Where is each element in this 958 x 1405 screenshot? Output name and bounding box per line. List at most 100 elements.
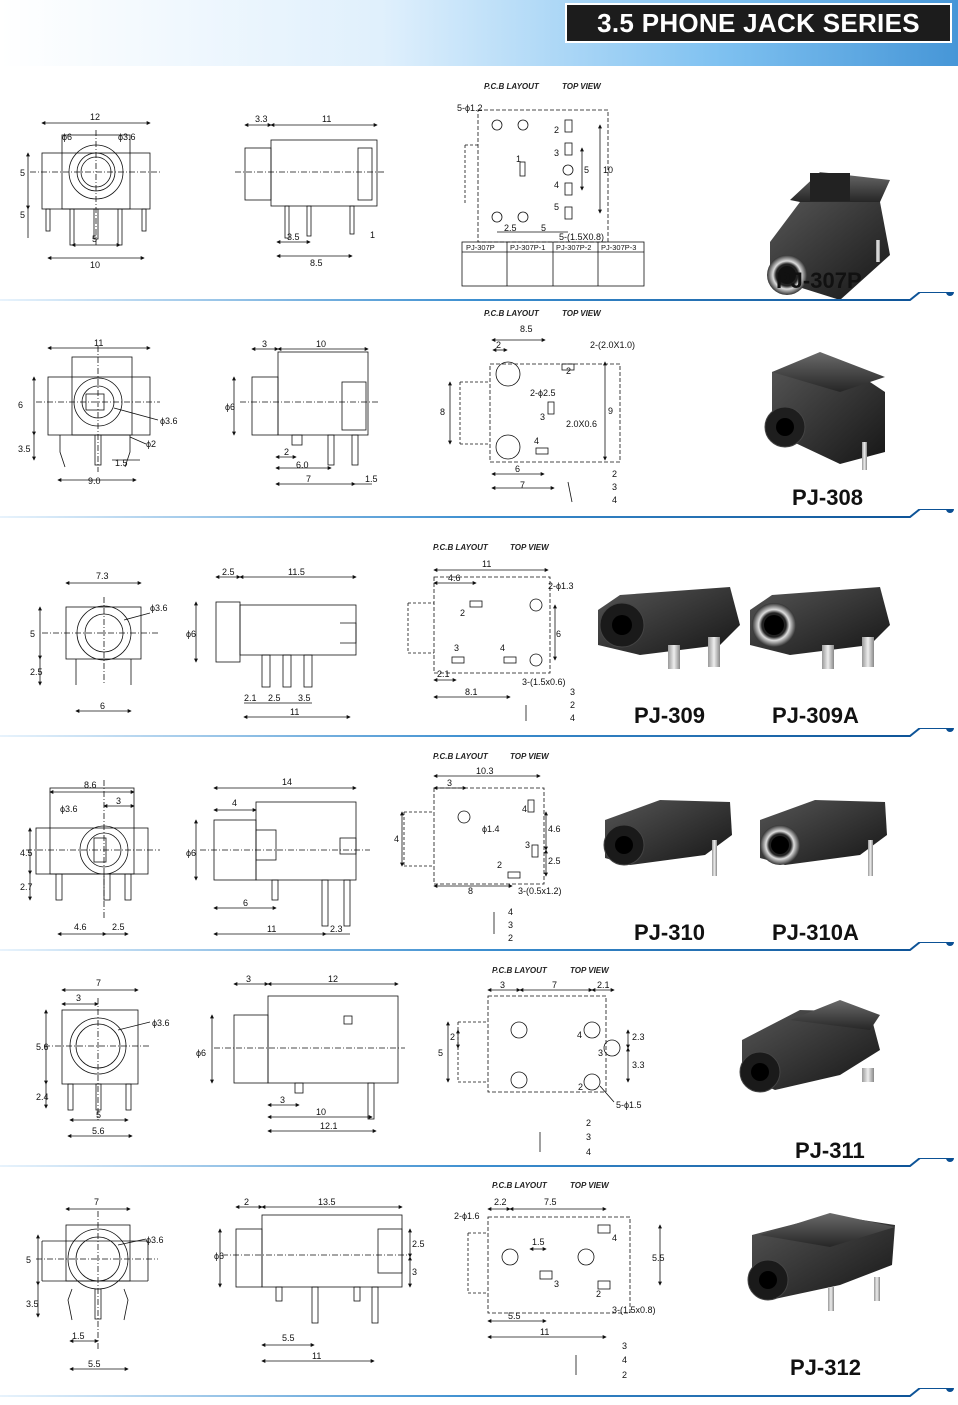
- pj-307p-photo: [767, 172, 890, 300]
- svg-text:5.5: 5.5: [282, 1333, 295, 1343]
- svg-text:3.5: 3.5: [26, 1299, 39, 1309]
- svg-text:3: 3: [246, 974, 251, 984]
- pcb-layout-label: P.C.B LAYOUT: [484, 309, 539, 318]
- svg-text:11: 11: [94, 338, 103, 348]
- svg-text:1.5: 1.5: [115, 458, 128, 468]
- svg-text:4.6: 4.6: [74, 922, 87, 932]
- svg-text:1: 1: [516, 154, 521, 164]
- svg-text:2: 2: [570, 700, 575, 710]
- svg-text:4: 4: [232, 798, 237, 808]
- svg-text:3: 3: [622, 1341, 627, 1351]
- svg-text:2-ϕ1.3: 2-ϕ1.3: [548, 581, 574, 591]
- svg-text:1.5: 1.5: [532, 1237, 545, 1247]
- svg-text:2.0X0.6: 2.0X0.6: [566, 419, 597, 429]
- svg-text:2-(2.0X1.0): 2-(2.0X1.0): [590, 340, 635, 350]
- svg-text:3: 3: [500, 980, 505, 990]
- svg-text:8.5: 8.5: [310, 258, 323, 268]
- svg-text:11.5: 11.5: [288, 567, 305, 577]
- svg-text:10: 10: [603, 165, 613, 175]
- svg-text:2.2: 2.2: [494, 1197, 507, 1207]
- svg-text:3: 3: [454, 643, 459, 653]
- svg-text:4: 4: [508, 907, 513, 917]
- svg-text:2.5: 2.5: [268, 693, 281, 703]
- svg-text:4: 4: [612, 495, 617, 505]
- svg-text:2: 2: [578, 1082, 583, 1092]
- svg-text:2.5: 2.5: [222, 567, 235, 577]
- svg-text:5: 5: [541, 223, 546, 233]
- svg-text:ϕ6: ϕ6: [186, 629, 196, 639]
- svg-text:7.3: 7.3: [96, 571, 109, 581]
- svg-text:2: 2: [496, 340, 501, 350]
- svg-text:2: 2: [612, 469, 617, 479]
- svg-text:8.5: 8.5: [520, 324, 533, 334]
- svg-text:2: 2: [586, 1118, 591, 1128]
- svg-text:8: 8: [468, 886, 473, 896]
- model-label-b: PJ-309A: [772, 703, 859, 728]
- svg-text:4.6: 4.6: [448, 573, 461, 583]
- svg-text:3: 3: [412, 1267, 417, 1277]
- svg-text:ϕ3.6: ϕ3.6: [146, 1235, 164, 1245]
- svg-text:5-ϕ1.5: 5-ϕ1.5: [616, 1100, 642, 1110]
- svg-text:4: 4: [586, 1147, 591, 1157]
- svg-text:7: 7: [552, 980, 557, 990]
- svg-text:ϕ6: ϕ6: [214, 1251, 224, 1261]
- svg-text:2: 2: [497, 860, 502, 870]
- svg-text:7: 7: [306, 474, 311, 484]
- svg-text:2: 2: [460, 608, 465, 618]
- svg-text:12.1: 12.1: [320, 1121, 338, 1131]
- svg-text:3.5: 3.5: [298, 693, 311, 703]
- svg-text:5.5: 5.5: [88, 1359, 101, 1369]
- svg-text:12: 12: [328, 974, 338, 984]
- svg-text:3: 3: [586, 1132, 591, 1142]
- svg-text:6: 6: [243, 898, 248, 908]
- model-label: PJ-308: [792, 485, 863, 510]
- svg-text:2.5: 2.5: [504, 223, 517, 233]
- section-pj-311: P.C.B LAYOUT TOP VIEW: [0, 960, 958, 1165]
- svg-text:3-(1.5x0.6): 3-(1.5x0.6): [522, 677, 566, 687]
- svg-text:2.5: 2.5: [30, 667, 43, 677]
- section-pj-310: P.C.B LAYOUT TOP VIEW: [0, 740, 958, 950]
- section-separator: [0, 942, 954, 951]
- section-separator: [0, 1158, 954, 1167]
- svg-text:8.6: 8.6: [84, 780, 97, 790]
- top-view-label: TOP VIEW: [570, 966, 609, 975]
- svg-text:PJ-307P-3: PJ-307P-3: [601, 243, 636, 252]
- svg-text:5: 5: [438, 1048, 443, 1058]
- svg-text:11: 11: [540, 1327, 549, 1337]
- pcb-layout-label: P.C.B LAYOUT: [492, 966, 547, 975]
- svg-text:2.5: 2.5: [412, 1239, 425, 1249]
- section-pj-307p: P.C.B LAYOUT TOP VIEW: [0, 70, 958, 300]
- svg-text:2: 2: [554, 125, 559, 135]
- svg-text:5-ϕ1.2: 5-ϕ1.2: [457, 103, 483, 113]
- svg-text:ϕ3.6: ϕ3.6: [152, 1018, 170, 1028]
- svg-text:5: 5: [26, 1255, 31, 1265]
- svg-text:3: 3: [540, 412, 545, 422]
- svg-text:5: 5: [30, 629, 35, 639]
- svg-text:6: 6: [515, 464, 520, 474]
- page-title: 3.5 PHONE JACK SERIES: [565, 3, 952, 43]
- svg-text:11: 11: [322, 114, 331, 124]
- svg-text:11: 11: [482, 559, 491, 569]
- svg-text:ϕ1.4: ϕ1.4: [482, 824, 500, 834]
- svg-text:4.6: 4.6: [548, 824, 561, 834]
- svg-text:5: 5: [20, 168, 25, 178]
- pj-308-photo: [764, 352, 885, 470]
- svg-text:5: 5: [96, 1110, 101, 1120]
- svg-text:ϕ3.6: ϕ3.6: [160, 416, 178, 426]
- model-label: PJ-309: [634, 703, 705, 728]
- svg-text:2: 2: [244, 1197, 249, 1207]
- svg-text:4: 4: [577, 1030, 582, 1040]
- svg-text:2: 2: [566, 366, 571, 376]
- pj-310-photo: [603, 800, 732, 876]
- svg-text:7: 7: [96, 978, 101, 988]
- section-separator: [0, 728, 954, 737]
- svg-text:2: 2: [284, 447, 289, 457]
- svg-text:3: 3: [508, 920, 513, 930]
- svg-text:11: 11: [267, 924, 276, 934]
- svg-text:1: 1: [370, 230, 375, 240]
- svg-text:9.0: 9.0: [88, 476, 101, 486]
- svg-text:10: 10: [316, 1107, 326, 1117]
